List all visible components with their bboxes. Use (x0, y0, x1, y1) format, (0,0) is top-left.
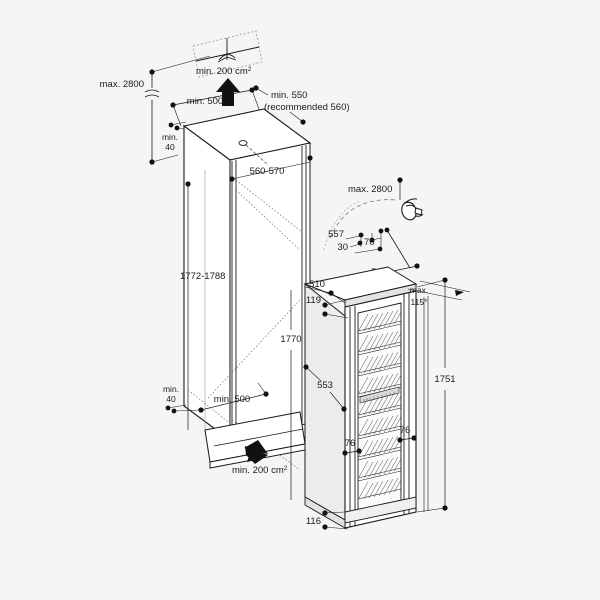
label-min-40-top-2: 40 (165, 142, 175, 152)
label-1751: 1751 (434, 374, 455, 385)
label-vent-bottom: min. 200 cm2 (232, 465, 288, 476)
power-socket-symbol (401, 198, 424, 221)
label-min-40-bottom-1: min. (163, 384, 179, 394)
label-recommended-560: (recommended 560) (264, 102, 350, 113)
dimension-min-40-bottom (165, 404, 201, 414)
dimension-116 (322, 510, 349, 530)
dimension-560-570 (229, 144, 313, 182)
control-display-panel (359, 386, 400, 404)
label-1770: 1770 (280, 334, 301, 345)
wine-shelves-group (357, 309, 402, 500)
label-door-angle-1: max. (410, 285, 428, 295)
label-min-500-top: min. 500 (187, 96, 223, 107)
dimension-min-550 (253, 85, 306, 125)
dimension-76-upper (397, 435, 417, 443)
label-116: 116 (306, 516, 321, 527)
label-119: 119 (306, 295, 321, 306)
label-min-550: min. 550 (271, 90, 307, 101)
label-1772-1788: 1772-1788 (180, 271, 225, 282)
label-70: 70 (364, 237, 375, 248)
label-76-upper: 76 (400, 425, 411, 436)
dimension-1772-1788 (185, 170, 206, 432)
dimension-min-500-top (170, 87, 261, 127)
dimension-socket-max-2800 (397, 177, 403, 200)
dimension-510 (304, 286, 346, 304)
label-553: 553 (317, 380, 333, 391)
power-cord-path-2 (323, 200, 361, 251)
label-76-lower: 76 (345, 438, 356, 449)
label-min-40-top-1: min. (162, 132, 178, 142)
power-cord-path (329, 199, 398, 239)
label-min-40-bottom-2: 40 (166, 394, 176, 404)
dimension-76-lower (342, 448, 362, 456)
dimension-min-500-bottom (198, 382, 269, 413)
dimension-min-40-top (168, 121, 191, 131)
label-socket-max-2800: max. 2800 (348, 184, 392, 195)
label-max-2800: max. 2800 (100, 79, 144, 90)
dimension-119 (322, 299, 349, 319)
label-min-500-bottom: min. 500 (214, 394, 250, 405)
dimension-1751 (416, 277, 448, 513)
label-door-angle-2: 115° (411, 297, 428, 307)
dimension-553 (303, 364, 347, 412)
airflow-arrow-bottom (244, 440, 268, 464)
dimension-max-2800 (144, 55, 211, 165)
dimension-557-30-70 (345, 227, 411, 269)
airflow-arrow-top (216, 78, 240, 106)
label-510: 510 (309, 279, 325, 290)
top-ventilation-opening (192, 30, 263, 78)
label-557: 557 (328, 229, 344, 240)
dimension-door-angle (407, 280, 471, 512)
label-vent-top: min. 200 cm2 (196, 66, 252, 77)
niche-cabinet-outline (182, 108, 312, 442)
label-30: 30 (337, 242, 348, 253)
label-560-570: 560-570 (250, 166, 285, 177)
